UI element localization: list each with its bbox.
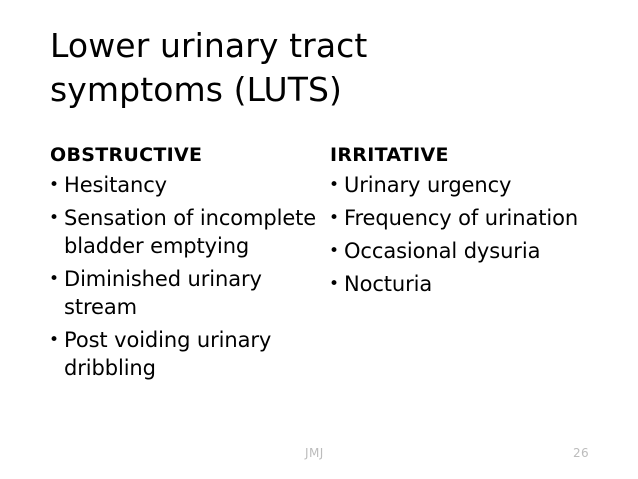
list-item-label: Post voiding urinary dribbling bbox=[64, 328, 272, 380]
bullet-list-irritative: • Urinary urgency • Frequency of urinati… bbox=[328, 171, 628, 298]
list-item-label: Urinary urgency bbox=[344, 173, 512, 197]
slide-footer: JMJ 26 bbox=[0, 443, 638, 479]
list-item-label: Occasional dysuria bbox=[344, 239, 541, 263]
bullet-dot-icon: • bbox=[329, 241, 339, 261]
footer-page-number: 26 bbox=[573, 446, 590, 460]
list-item: • Sensation of incomplete bladder emptyi… bbox=[48, 204, 326, 260]
list-item-label: Nocturia bbox=[344, 272, 433, 296]
list-item: • Occasional dysuria bbox=[328, 237, 628, 265]
bullet-dot-icon: • bbox=[329, 175, 339, 195]
column-heading-obstructive: OBSTRUCTIVE bbox=[50, 144, 203, 166]
bullet-dot-icon: • bbox=[49, 269, 59, 289]
page-title: Lower urinary tract symptoms (LUTS) bbox=[50, 26, 368, 109]
bullet-dot-icon: • bbox=[49, 330, 59, 350]
list-item-label: Frequency of urination bbox=[344, 206, 579, 230]
column-irritative: IRRITATIVE • Urinary urgency • Frequency… bbox=[328, 142, 628, 298]
footer-note: JMJ bbox=[305, 446, 324, 460]
column-heading-irritative: IRRITATIVE bbox=[330, 144, 449, 166]
column-obstructive: OBSTRUCTIVE • Hesitancy • Sensation of i… bbox=[48, 142, 326, 382]
list-item: • Urinary urgency bbox=[328, 171, 628, 199]
slide-body: OBSTRUCTIVE • Hesitancy • Sensation of i… bbox=[0, 142, 638, 432]
list-item-label: Hesitancy bbox=[64, 173, 167, 197]
bullet-dot-icon: • bbox=[49, 208, 59, 228]
bullet-list-obstructive: • Hesitancy • Sensation of incomplete bl… bbox=[48, 171, 326, 382]
list-item: • Post voiding urinary dribbling bbox=[48, 326, 326, 382]
bullet-dot-icon: • bbox=[49, 175, 59, 195]
list-item-label: Sensation of incomplete bladder emptying bbox=[64, 206, 317, 258]
bullet-dot-icon: • bbox=[329, 274, 339, 294]
list-item: • Diminished urinary stream bbox=[48, 265, 326, 321]
list-item: • Frequency of urination bbox=[328, 204, 628, 232]
list-item: • Nocturia bbox=[328, 270, 628, 298]
list-item: • Hesitancy bbox=[48, 171, 326, 199]
bullet-dot-icon: • bbox=[329, 208, 339, 228]
list-item-label: Diminished urinary stream bbox=[64, 267, 262, 319]
